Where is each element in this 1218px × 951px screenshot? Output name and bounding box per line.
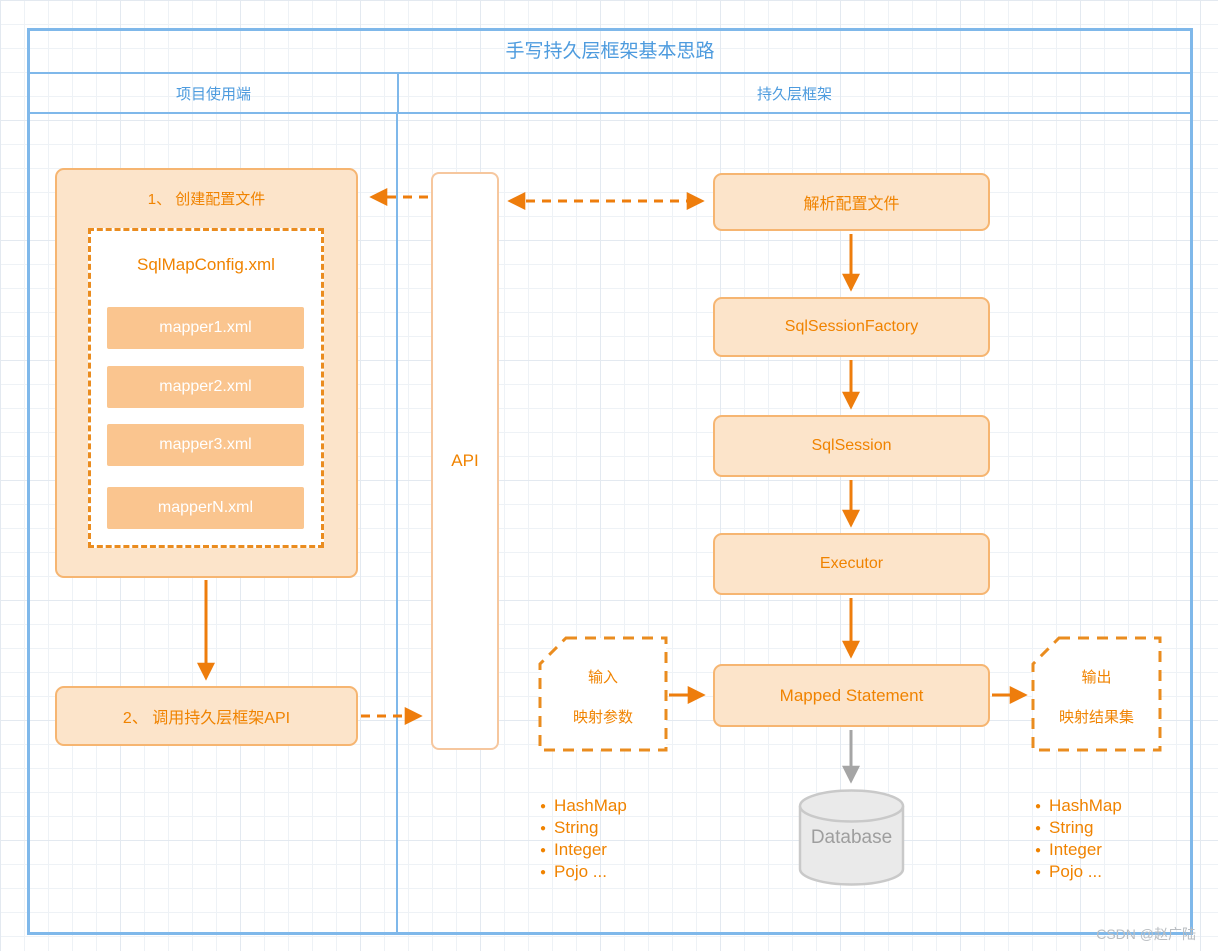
api-box: API — [431, 172, 499, 750]
parse-config-node: 解析配置文件 — [713, 173, 990, 231]
mapper2-box: mapper2.xml — [107, 366, 304, 408]
bullet-icon: ● — [540, 866, 547, 878]
input-note-title: 输入 — [587, 669, 618, 686]
output-note-title: 输出 — [1081, 669, 1112, 686]
diagram-frame: 手写持久层框架基本思路 项目使用端 持久层框架 — [27, 28, 1193, 935]
sqlmapconfig-label: SqlMapConfig.xml — [137, 255, 275, 274]
diagram-title: 手写持久层框架基本思路 — [30, 31, 1190, 74]
list-item: ●HashMap — [1035, 796, 1122, 815]
bullet-icon: ● — [540, 822, 547, 834]
bullet-icon: ● — [540, 800, 547, 812]
mapped-statement-node: Mapped Statement — [713, 664, 990, 727]
column-divider-line — [396, 112, 398, 932]
column-header-client: 项目使用端 — [30, 74, 399, 112]
input-type-list: ●HashMap ●String ●Integer ●Pojo ... — [540, 795, 627, 883]
list-item: ●String — [1035, 818, 1094, 837]
list-item: ●Pojo ... — [1035, 862, 1102, 881]
call-api-box: 2、 调用持久层框架API — [55, 686, 358, 746]
list-item: ●HashMap — [540, 796, 627, 815]
bullet-icon: ● — [1035, 800, 1042, 812]
list-item: ●Integer — [540, 840, 607, 859]
list-item: ●String — [540, 818, 599, 837]
watermark: CSDN @赵广陆 — [1096, 926, 1196, 942]
bullet-icon: ● — [1035, 844, 1042, 856]
list-item: ●Pojo ... — [540, 862, 607, 881]
bullet-icon: ● — [540, 844, 547, 856]
list-item: ●Integer — [1035, 840, 1102, 859]
bullet-icon: ● — [1035, 822, 1042, 834]
output-type-list: ●HashMap ●String ●Integer ●Pojo ... — [1035, 795, 1122, 883]
mapper1-box: mapper1.xml — [107, 307, 304, 349]
sqlsessionfactory-node: SqlSessionFactory — [713, 297, 990, 357]
column-header-row: 项目使用端 持久层框架 — [30, 74, 1190, 114]
executor-node: Executor — [713, 533, 990, 595]
sqlsession-node: SqlSession — [713, 415, 990, 477]
database-label: Database — [810, 827, 893, 848]
create-config-label: 1、 创建配置文件 — [147, 191, 266, 208]
input-note-subtitle: 映射参数 — [572, 709, 633, 726]
mapperN-box: mapperN.xml — [107, 487, 304, 529]
mapper3-box: mapper3.xml — [107, 424, 304, 466]
bullet-icon: ● — [1035, 866, 1042, 878]
output-note-subtitle: 映射结果集 — [1058, 709, 1134, 726]
column-header-framework: 持久层框架 — [756, 85, 832, 103]
